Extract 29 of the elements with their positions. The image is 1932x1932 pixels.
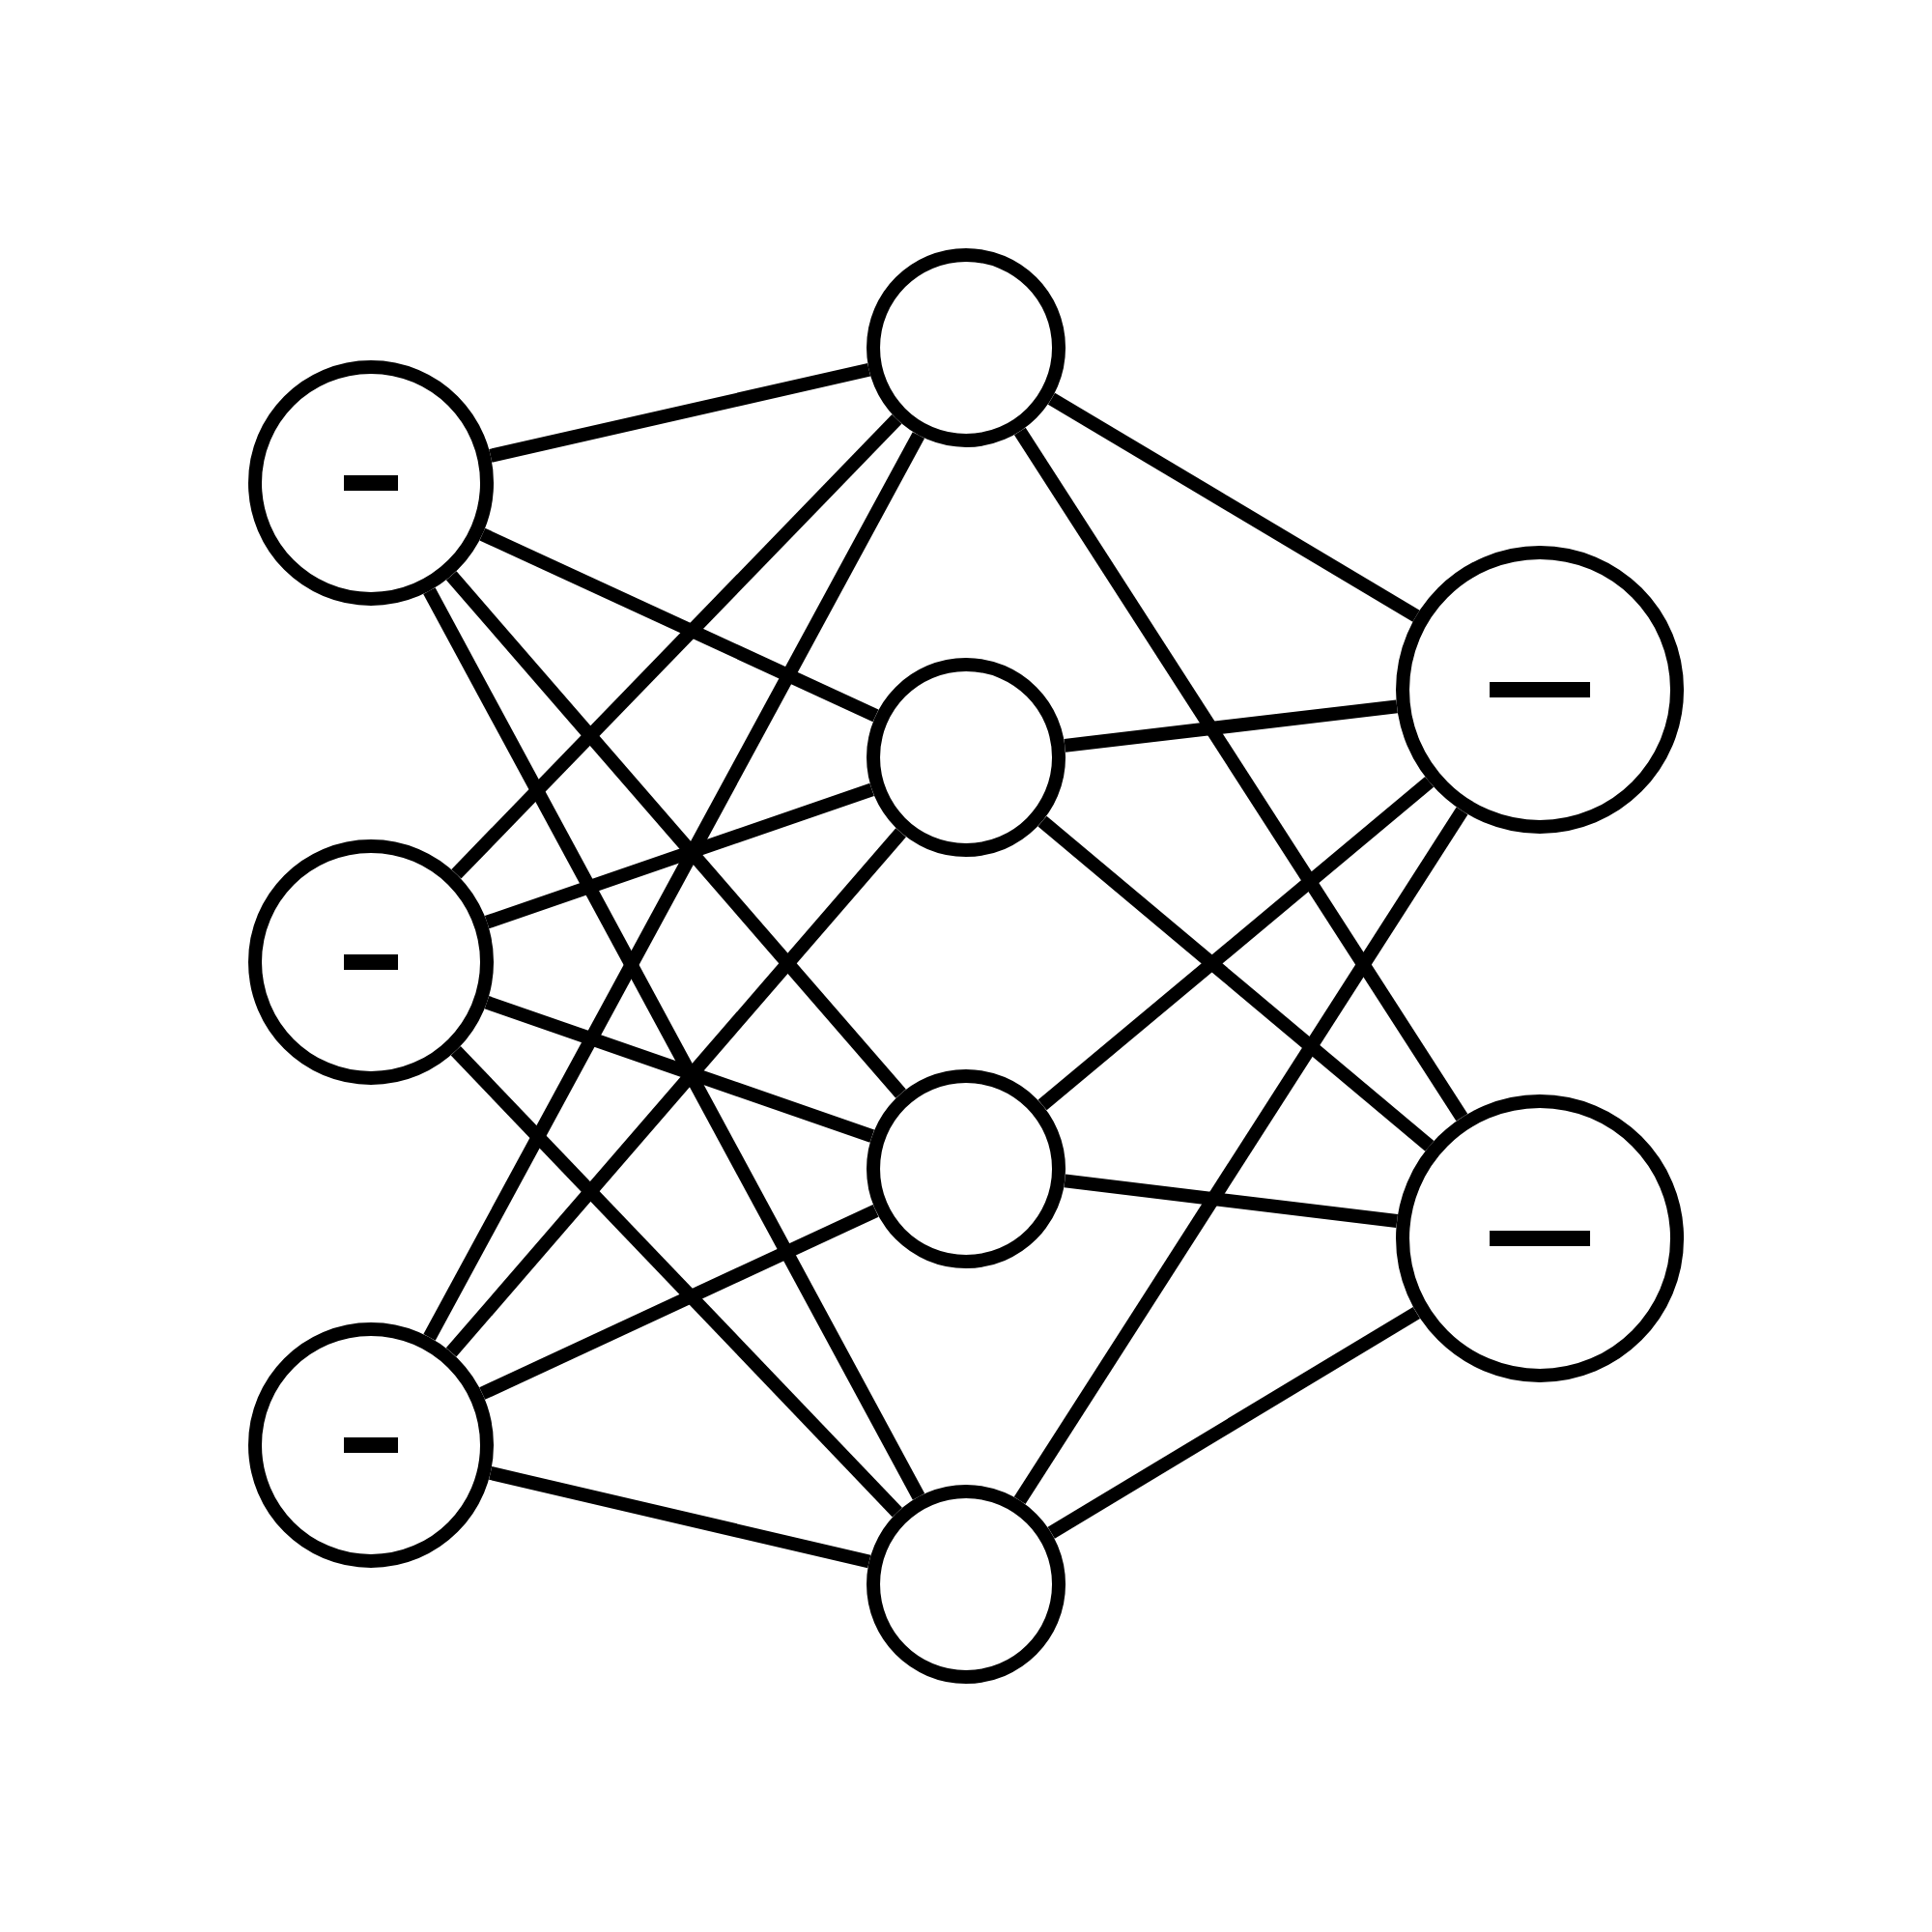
connection-line [479, 527, 879, 723]
connection-line [1047, 392, 1420, 622]
connection-line [1037, 815, 1435, 1151]
connection-line [450, 1045, 902, 1518]
connection-line [445, 571, 906, 1098]
connection-line [484, 996, 875, 1143]
connection-line [423, 432, 925, 1341]
neuron-circle [248, 1322, 494, 1568]
connection-line [1013, 427, 1468, 1122]
connection-line [423, 587, 925, 1500]
neuron-circle [867, 247, 1066, 447]
connection-line [445, 828, 906, 1357]
neuron-circle [248, 839, 494, 1085]
connection-line [451, 414, 902, 879]
connection-line [1013, 807, 1468, 1505]
connection-line [479, 1205, 879, 1400]
connection-line [489, 1466, 871, 1569]
connection-line [489, 362, 871, 463]
neuron-circle [1396, 545, 1685, 834]
connection-line [1037, 777, 1435, 1111]
neuron-circle [867, 1068, 1066, 1268]
connection-line [484, 782, 874, 929]
neuron-circle [867, 657, 1066, 857]
connection-line [1064, 1174, 1398, 1228]
neuron-circle [867, 1485, 1066, 1684]
connection-line [1047, 1306, 1421, 1539]
neuron-circle [248, 359, 494, 606]
connection-line [1064, 699, 1398, 753]
neuron-circle [1396, 1094, 1685, 1382]
